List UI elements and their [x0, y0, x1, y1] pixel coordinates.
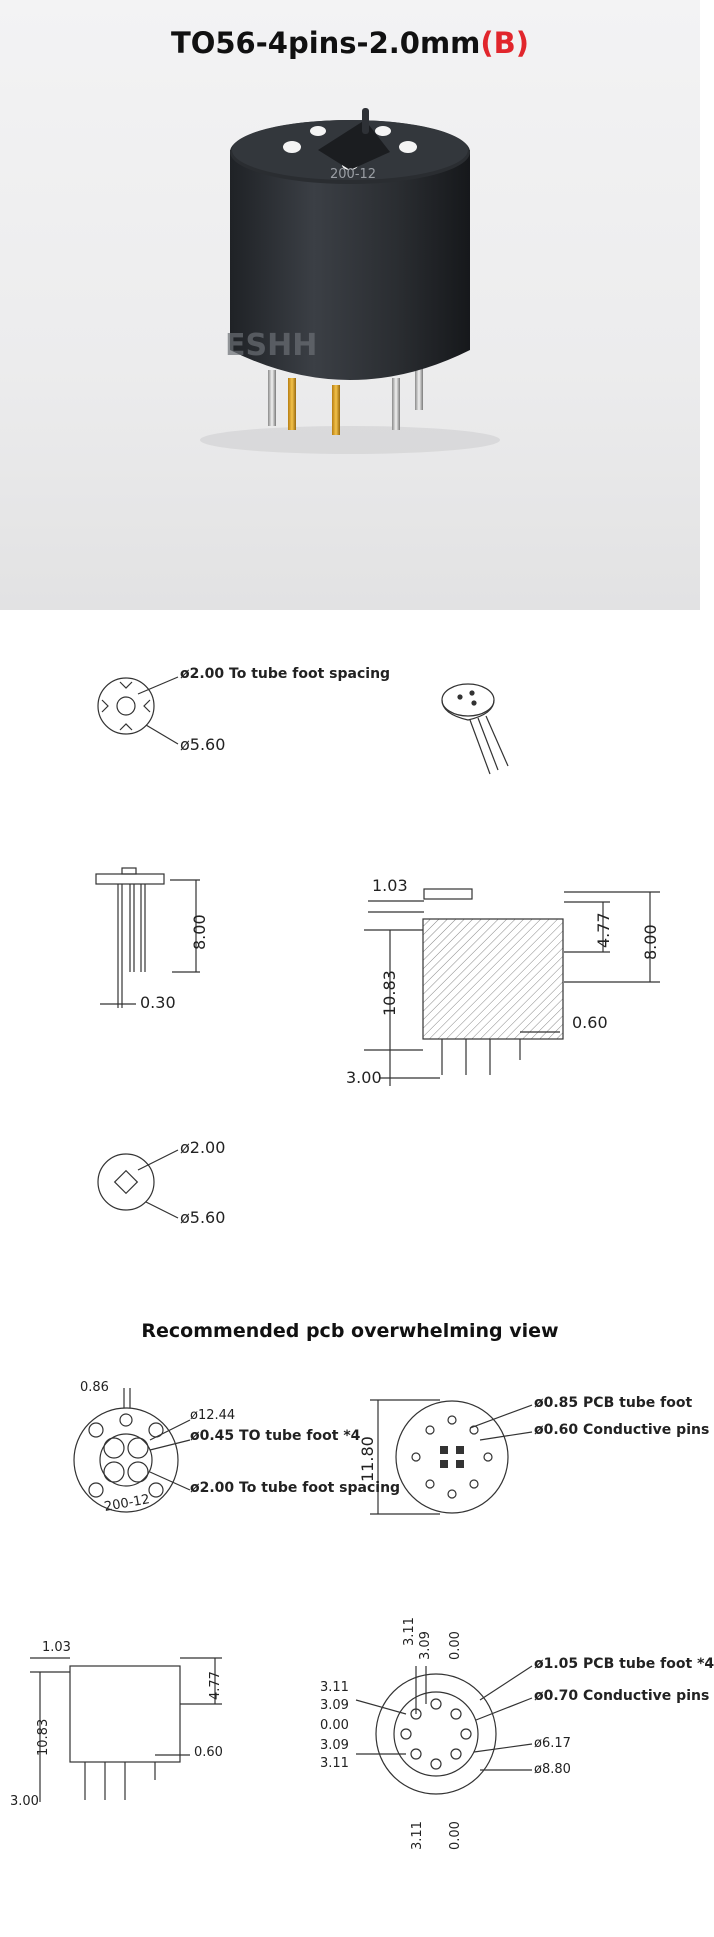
bottom-pcb-left-tick-1: 3.11	[320, 1680, 349, 1695]
pcb-right-pads	[440, 1446, 464, 1468]
title-suffix-open: (	[480, 26, 494, 60]
bottom-pcb-top-tick-2: 3.09	[418, 1631, 433, 1660]
bottom-top-offset: 1.03	[42, 1640, 71, 1655]
pcb-left-hole-dia: ø0.45	[190, 1428, 235, 1444]
top-view-1-drawing	[97, 676, 179, 745]
section-base: 3.00	[346, 1068, 382, 1087]
transistor-sketch	[441, 683, 509, 775]
body-marking: 200-12	[330, 167, 376, 182]
bottom-pcb-top-tick-3: 0.00	[448, 1631, 463, 1660]
bottom-pcb-foot-dia: ø1.05	[534, 1656, 579, 1672]
bottom-pcb-inner-dia: ø6.17	[534, 1736, 571, 1751]
pcb-left-spacing: ø2.00 To tube foot spacing	[190, 1480, 400, 1496]
pcb-right-height: 11.80	[358, 1436, 377, 1482]
title-suffix-close: )	[515, 26, 530, 60]
top-view-2-drawing	[97, 1149, 179, 1219]
section-top-offset: 1.03	[372, 876, 408, 895]
top-view-2-dia-large: ø5.60	[180, 1208, 226, 1227]
pcb-right-foot-dia: ø0.85	[534, 1395, 579, 1411]
pcb-left-pattern	[103, 1437, 149, 1483]
title-main: TO56-4pins-2.0mm	[170, 26, 481, 60]
bottom-pin-dia: 0.60	[194, 1745, 223, 1760]
bottom-pcb-outer-dia: ø8.80	[534, 1762, 571, 1777]
pcb-right-pin: ø0.60 Conductive pins	[534, 1422, 709, 1438]
pcb-left-spacing-dia: ø2.00	[190, 1480, 235, 1496]
pcb-left-hole: ø0.45 TO tube foot *4	[190, 1428, 360, 1444]
pcb-right-foot-note: PCB tube foot	[583, 1395, 693, 1411]
bottom-pcb-top-tick-1: 3.11	[402, 1617, 417, 1646]
pcb-right-pin-dia: ø0.60	[534, 1422, 579, 1438]
title-suffix-letter: B	[493, 26, 516, 60]
top-view-1-dia-large: ø5.60	[180, 735, 226, 754]
bottom-body-height: 10.83	[36, 1718, 51, 1756]
bottom-inner-height: 4.77	[208, 1671, 223, 1700]
bottom-pcb-foot-note: PCB tube foot *4	[583, 1656, 714, 1672]
bottom-pcb-drawing	[355, 1665, 533, 1795]
section-view-drawing	[364, 888, 660, 1086]
bottom-pcb-left-tick-2: 3.09	[320, 1698, 349, 1713]
bottom-pcb-left-tick-4: 3.09	[320, 1738, 349, 1753]
page-title: TO56-4pins-2.0mm(B)	[0, 26, 700, 60]
top-view-1-dia-small: ø2.00 To tube foot spacing	[180, 666, 390, 682]
side-view-1-pin-width: 0.30	[140, 993, 176, 1012]
top-view-1-dia-small-note: To tube foot spacing	[229, 666, 391, 682]
pcb-right-foot: ø0.85 PCB tube foot	[534, 1395, 692, 1411]
section-pin-dia: 0.60	[572, 1013, 608, 1032]
pcb-right-drawing	[370, 1399, 533, 1515]
bottom-section-drawing	[30, 1657, 222, 1802]
bottom-base: 3.00	[10, 1794, 39, 1809]
product-photo: 200-12 ESHH	[0, 0, 700, 610]
bottom-pcb-bottom-tick-1: 3.11	[410, 1821, 425, 1850]
bottom-pcb-pin-note: Conductive pins	[583, 1688, 710, 1704]
pcb-left-gap: 0.86	[80, 1380, 109, 1395]
top-view-1-dia-small-value: ø2.00	[180, 666, 225, 682]
bottom-pcb-pin: ø0.70 Conductive pins	[534, 1688, 709, 1704]
pcb-left-hole-note: TO tube foot *4	[239, 1428, 361, 1444]
watermark: ESHH	[225, 328, 317, 363]
pcb-left-spacing-note: To tube foot spacing	[239, 1480, 401, 1496]
bottom-pcb-left-tick-5: 3.11	[320, 1756, 349, 1771]
bottom-pcb-bottom-tick-2: 0.00	[448, 1821, 463, 1850]
side-view-1-drawing	[95, 867, 200, 1008]
section-total-height: 8.00	[641, 924, 660, 960]
bottom-pcb-pin-dia: ø0.70	[534, 1688, 579, 1704]
side-view-1-height: 8.00	[190, 914, 209, 950]
pcb-heading: Recommended pcb overwhelming view	[141, 1320, 559, 1342]
section-inner-height: 4.77	[594, 912, 613, 948]
pcb-left-drawing	[73, 1388, 191, 1513]
pcb-right-pin-note: Conductive pins	[583, 1422, 710, 1438]
bottom-pcb-left-tick-3: 0.00	[320, 1718, 349, 1733]
socket-photo-illustration: 200-12 ESHH	[200, 108, 500, 454]
section-body-height: 10.83	[380, 970, 399, 1016]
bottom-pcb-foot: ø1.05 PCB tube foot *4	[534, 1656, 714, 1672]
pcb-left-outer-dia: ø12.44	[190, 1408, 236, 1423]
top-view-2-dia-small: ø2.00	[180, 1138, 226, 1157]
